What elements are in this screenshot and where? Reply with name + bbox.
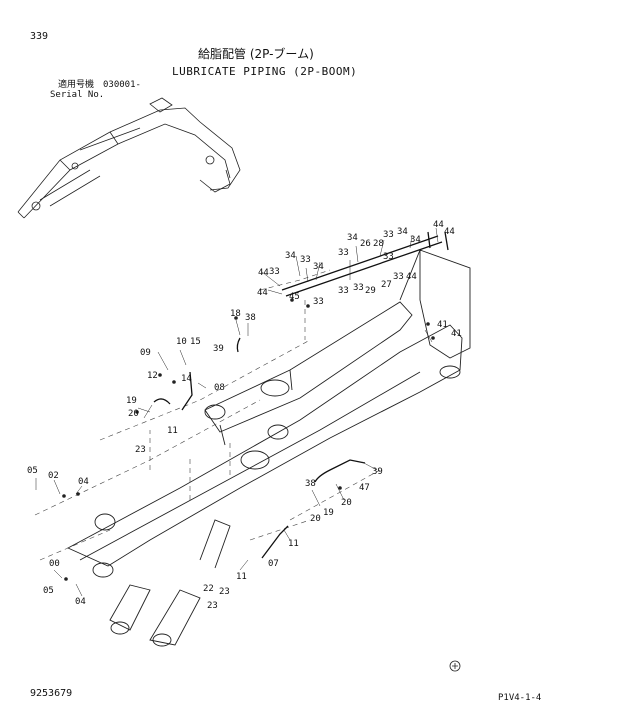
title-japanese: 給脂配管 (2P-ブーム)	[198, 47, 314, 61]
callout-label: 41	[437, 320, 448, 330]
callout-label: 33	[353, 283, 364, 293]
callout-label: 19	[323, 508, 334, 518]
callout-label: 14	[181, 374, 192, 384]
callout-label: 04	[78, 477, 89, 487]
callout-label: 34	[397, 227, 408, 237]
title-english: LUBRICATE PIPING (2P-BOOM)	[172, 65, 358, 78]
fittings	[62, 298, 435, 581]
callout-label: 11	[236, 572, 247, 582]
callout-label: 34	[347, 233, 358, 243]
callout-label: 47	[359, 483, 370, 493]
callout-label: 10	[176, 337, 187, 347]
callout-label: 44	[257, 288, 268, 298]
callout-label: 38	[245, 313, 256, 323]
document-number: 9253679	[30, 688, 73, 699]
callout-label: 02	[48, 471, 59, 481]
callout-label: 23	[207, 601, 218, 611]
serial-label-en: Serial No.	[50, 90, 105, 100]
callout-label: 05	[27, 466, 38, 476]
callout-label: 33	[338, 248, 349, 258]
callout-label: 12	[147, 371, 158, 381]
callout-label: 04	[75, 597, 86, 607]
callout-label: 09	[140, 348, 151, 358]
callout-label: 33	[383, 252, 394, 262]
callout-label: 22	[203, 584, 214, 594]
serial-value: 030001-	[103, 80, 141, 90]
callout-label: 33	[313, 297, 324, 307]
page-code: P1V4-1-4	[498, 693, 542, 703]
callout-label: 23	[219, 587, 230, 597]
callout-label: 29	[365, 286, 376, 296]
callout-label: 33	[338, 286, 349, 296]
callout-label: 20	[341, 498, 352, 508]
callout-label: 45	[289, 292, 300, 302]
callout-label: 20	[128, 409, 139, 419]
callout-label: 05	[43, 586, 54, 596]
page-number: 339	[30, 31, 49, 42]
callout-label: 34	[313, 262, 324, 272]
callout-label: 08	[214, 383, 225, 393]
callout-label: 00	[49, 559, 60, 569]
callout-label: 19	[126, 396, 137, 406]
callout-label: 15	[190, 337, 201, 347]
callout-labels: 44 44 34 33 34 26 28 33 34 44 33 34 33 3…	[27, 220, 462, 611]
reference-circle-mark	[449, 660, 461, 672]
callout-label: 28	[373, 239, 384, 249]
callout-label: 33	[300, 255, 311, 265]
callout-label: 44	[433, 220, 444, 230]
callout-label: 44	[444, 227, 455, 237]
serial-label-jp: 適用号機	[58, 80, 95, 90]
callout-label: 11	[167, 426, 178, 436]
leader-lines	[35, 227, 439, 597]
callout-label: 18	[230, 309, 241, 319]
grease-pipes	[153, 231, 449, 559]
callout-label: 41	[451, 329, 462, 339]
callout-label: 23	[135, 445, 146, 455]
callout-label: 44	[406, 272, 417, 282]
callout-label: 26	[360, 239, 371, 249]
callout-label: 27	[381, 280, 392, 290]
hidden-lines	[34, 269, 381, 561]
overview-excavator-sketch	[17, 97, 241, 219]
callout-label: 11	[288, 539, 299, 549]
callout-label: 33	[393, 272, 404, 282]
callout-label: 07	[268, 559, 279, 569]
callout-label: 39	[213, 344, 224, 354]
callout-label: 38	[305, 479, 316, 489]
callout-label: 34	[285, 251, 296, 261]
boom-structure	[66, 249, 471, 647]
callout-label: 44	[258, 268, 269, 278]
callout-label: 34	[410, 235, 421, 245]
callout-label: 33	[383, 230, 394, 240]
callout-label: 39	[372, 467, 383, 477]
callout-label: 20	[310, 514, 321, 524]
callout-label: 33	[269, 267, 280, 277]
